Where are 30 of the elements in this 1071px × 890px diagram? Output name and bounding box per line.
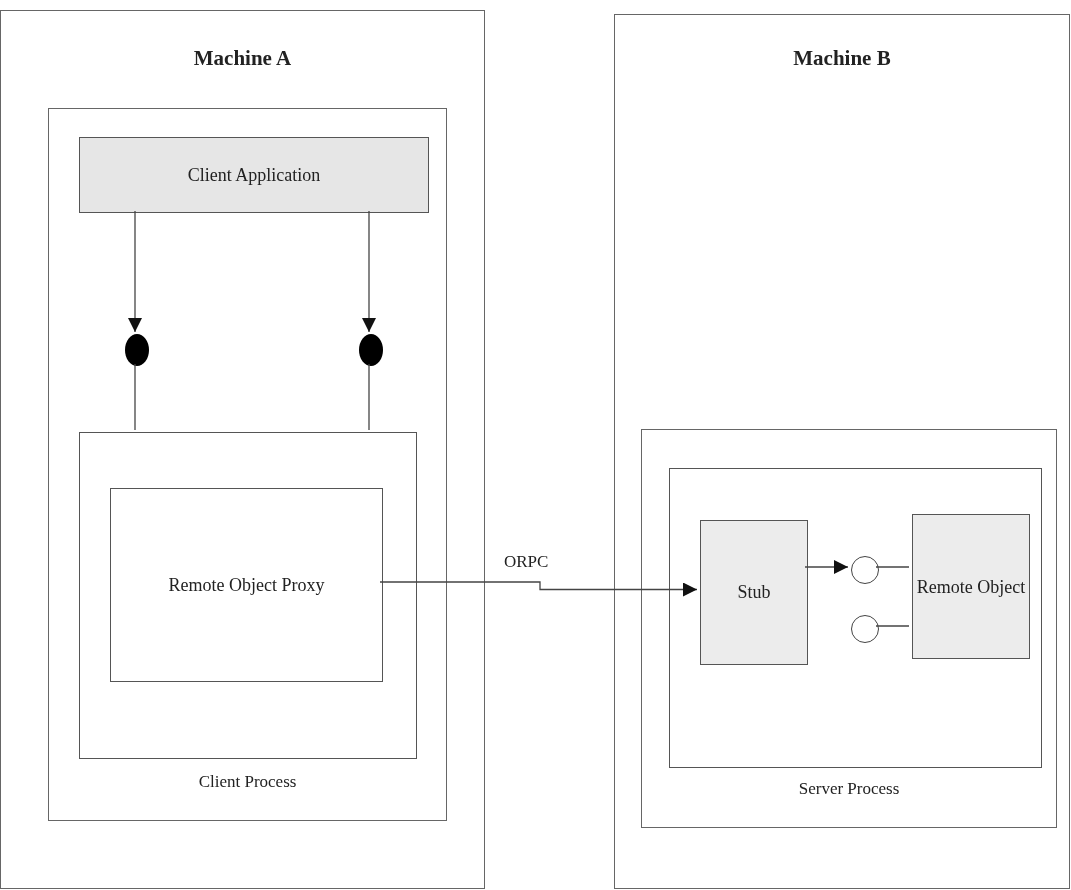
interface-dot bbox=[125, 334, 149, 366]
proxy-box bbox=[110, 488, 383, 682]
process-box bbox=[48, 108, 447, 821]
connector bbox=[875, 625, 910, 627]
connector bbox=[804, 560, 849, 574]
node-label: Machine B bbox=[793, 45, 891, 72]
container-box bbox=[669, 468, 1042, 768]
connector bbox=[134, 363, 136, 431]
machine-box bbox=[614, 14, 1070, 889]
node-label: Client Process bbox=[198, 770, 297, 793]
stub-box bbox=[700, 520, 808, 665]
connector bbox=[362, 210, 376, 333]
node-label: Server Process bbox=[798, 777, 900, 800]
object-box bbox=[912, 514, 1030, 659]
process-box bbox=[641, 429, 1057, 828]
node-label: Machine A bbox=[193, 45, 292, 72]
interface-dot bbox=[359, 334, 383, 366]
connector bbox=[128, 210, 142, 333]
application-box bbox=[79, 137, 429, 213]
connector bbox=[379, 581, 698, 597]
node-label: Remote Object bbox=[916, 575, 1026, 599]
node-label: Remote Object Proxy bbox=[168, 573, 325, 597]
container-box bbox=[79, 432, 417, 759]
connector bbox=[368, 363, 370, 431]
node-label: Client Application bbox=[187, 163, 321, 187]
machine-box bbox=[0, 10, 485, 889]
node-label: Stub bbox=[737, 581, 771, 604]
interface-circle bbox=[851, 556, 879, 584]
interface-circle bbox=[851, 615, 879, 643]
connector bbox=[875, 566, 910, 568]
